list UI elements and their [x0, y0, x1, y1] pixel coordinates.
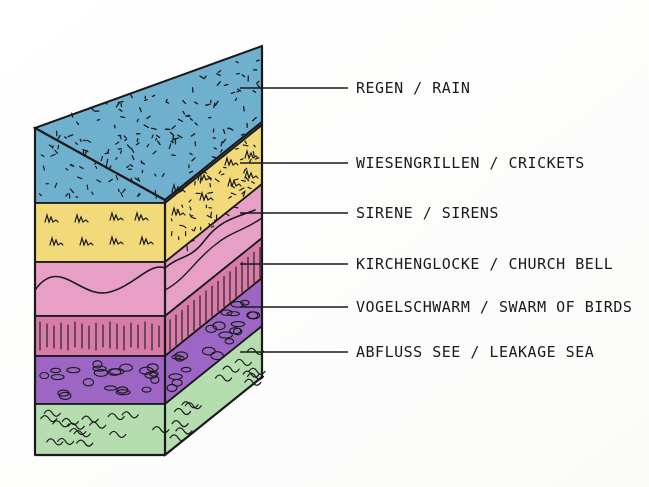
label-text-crickets: WIESENGRILLEN / CRICKETS	[356, 154, 585, 172]
rain-drop-mark	[237, 91, 239, 92]
rain-drop-mark	[155, 174, 156, 176]
rain-drop-mark	[241, 159, 243, 160]
rain-drop-mark	[87, 185, 88, 189]
front-layer-crickets	[35, 203, 165, 262]
front-layer-sirens	[35, 262, 165, 316]
rain-drop-mark	[192, 240, 194, 241]
rain-drop-mark	[180, 225, 184, 226]
rain-drop-mark	[65, 137, 67, 138]
rain-drop-mark	[172, 155, 175, 156]
rain-drop-mark	[222, 174, 224, 175]
rain-drop-mark	[212, 157, 215, 158]
label-text-rain: REGEN / RAIN	[356, 79, 470, 97]
rain-drop-mark	[58, 145, 59, 148]
rain-drop-mark	[182, 205, 183, 207]
label-text-church-bell: KIRCHENGLOCKE / CHURCH BELL	[356, 255, 613, 273]
rain-drop-mark	[145, 100, 147, 101]
rain-drop-mark	[107, 159, 108, 162]
rain-drop-mark	[97, 120, 99, 121]
front-layer-swarm-of-birds	[35, 356, 165, 404]
rain-drop-mark	[213, 138, 215, 139]
rain-drop-mark	[257, 60, 260, 61]
rain-drop-mark	[211, 212, 212, 217]
rain-drop-mark	[242, 180, 246, 181]
rain-drop-mark	[137, 139, 138, 142]
rain-drop-mark	[121, 117, 125, 118]
label-text-sirens: SIRENE / SIRENS	[356, 204, 499, 222]
rain-drop-mark	[166, 100, 167, 102]
label-text-swarm-of-birds: VOGELSCHWARM / SWARM OF BIRDS	[356, 298, 632, 316]
rain-drop-mark	[121, 150, 122, 153]
rain-drop-mark	[224, 85, 227, 86]
rain-drop-mark	[144, 88, 146, 89]
rain-drop-mark	[52, 146, 53, 148]
front-layer-leakage-sea	[35, 404, 165, 455]
rain-drop-mark	[235, 149, 238, 150]
rain-drop-mark	[253, 152, 254, 157]
rain-drop-mark	[119, 189, 120, 191]
label-text-leakage-sea: ABFLUSS SEE / LEAKAGE SEA	[356, 343, 594, 361]
rain-drop-mark	[244, 107, 245, 111]
rain-drop-mark	[171, 219, 172, 221]
rain-drop-mark	[142, 170, 143, 172]
